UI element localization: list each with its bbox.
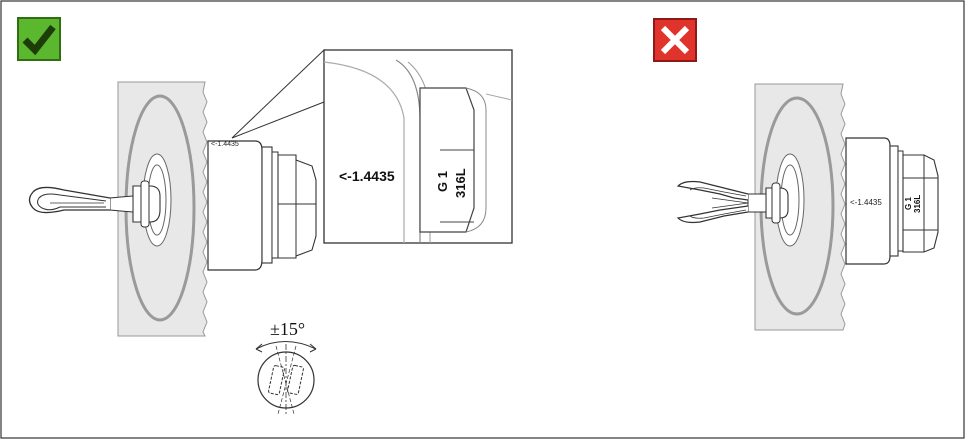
wrong-material-label: 316L	[913, 195, 922, 213]
zoom-thread-label: G 1	[435, 171, 450, 192]
wrong-thread-label: G 1	[904, 197, 913, 210]
hex-nut-right	[902, 154, 939, 253]
small-marking-label: <-1.4435	[211, 141, 239, 148]
angle-tolerance-detail: ±15°	[255, 319, 317, 416]
checkmark-icon	[17, 17, 61, 61]
marking-zoom-callout: <-1.4435 G 1 316L	[323, 49, 513, 244]
sensor-housing	[207, 140, 263, 271]
zoom-marking-label: <-1.4435	[339, 168, 395, 184]
wrong-marking-label: <-1.4435	[850, 198, 882, 207]
wrong-installation: <-1.4435 G 1 316L	[676, 83, 939, 331]
cross-icon	[653, 18, 697, 62]
correct-installation: <-1.4435	[28, 49, 325, 337]
fork-tines-right	[676, 180, 749, 201]
zoom-material-label: 316L	[453, 168, 468, 198]
angle-tolerance-label: ±15°	[270, 319, 305, 339]
hex-nut	[277, 154, 317, 259]
